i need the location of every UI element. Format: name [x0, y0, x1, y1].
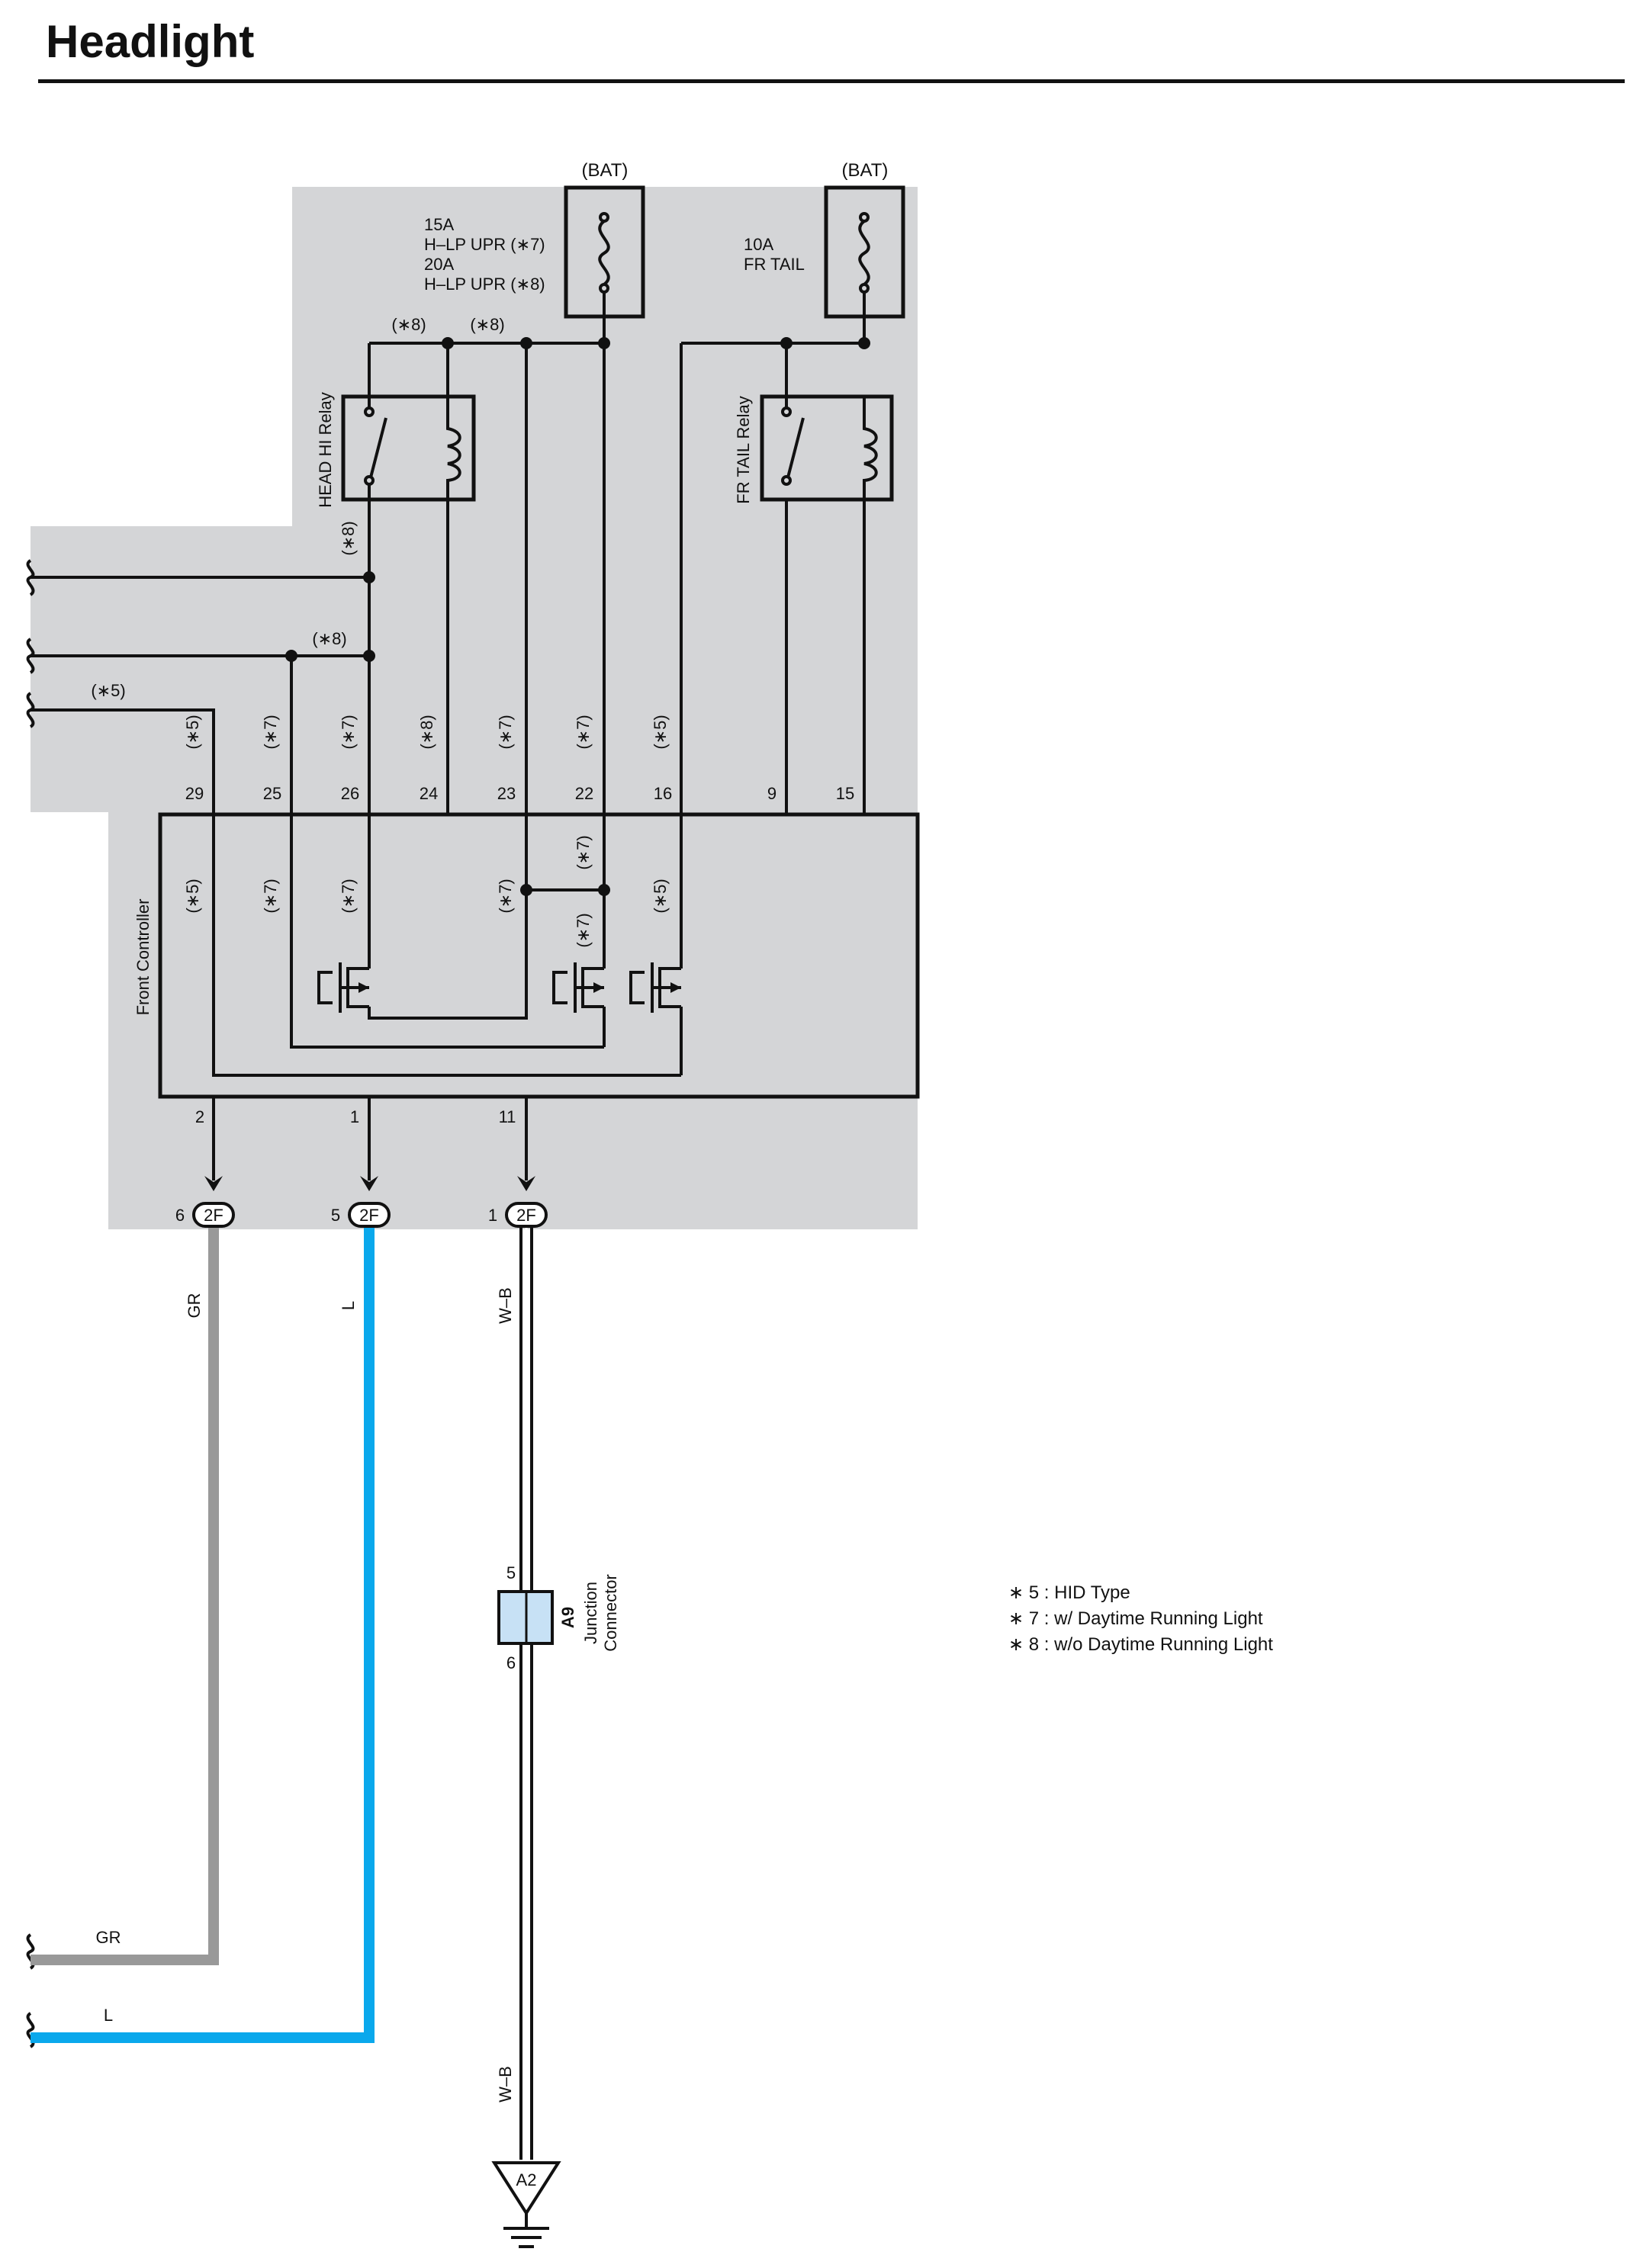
legend: ∗ 5 : HID Type ∗ 7 : w/ Daytime Running …	[1008, 1582, 1273, 1655]
mark-pin26: (∗7)	[339, 715, 358, 749]
pin-22: 22	[575, 784, 593, 803]
junction-label-2: Connector	[601, 1574, 620, 1652]
connector-2f-b: 2F 5	[331, 1202, 391, 1228]
svg-text:2F: 2F	[204, 1206, 223, 1225]
legend-item-1: ∗ 5 : HID Type	[1008, 1582, 1130, 1603]
wire-label-gr-bottom: GR	[96, 1928, 121, 1947]
title-rule	[38, 79, 1625, 83]
pin-2: 2	[195, 1107, 204, 1126]
mark-inside-22b: (∗7)	[574, 913, 593, 947]
head-hi-relay-label: HEAD HI Relay	[316, 392, 335, 508]
wire-label-l-bottom: L	[104, 2006, 113, 2025]
page-title: Headlight	[46, 16, 255, 67]
svg-text:6: 6	[175, 1206, 185, 1225]
fuse-frtail-label-2: FR TAIL	[744, 255, 805, 274]
mark-inside-29: (∗5)	[183, 879, 202, 913]
svg-text:2F: 2F	[516, 1206, 536, 1225]
legend-item-3: ∗ 8 : w/o Daytime Running Light	[1008, 1634, 1273, 1655]
fuse-hlp-label-1: 15A	[424, 215, 454, 234]
pin-11: 11	[499, 1107, 516, 1126]
pin-29: 29	[185, 784, 204, 803]
mark-pin22: (∗7)	[574, 715, 593, 749]
bat-label-left: (BAT)	[582, 160, 629, 181]
controller-internals	[212, 814, 683, 1077]
pin-9: 9	[767, 784, 776, 803]
mark-top-right: (∗8)	[470, 315, 504, 334]
fr-tail-relay-label: FR TAIL Relay	[734, 396, 753, 503]
pin-15: 15	[836, 784, 854, 803]
connector-2f-c: 2F 1	[488, 1202, 548, 1228]
front-controller-box	[158, 812, 920, 1099]
mark-inside-26: (∗7)	[339, 879, 358, 913]
mark-branch-29: (∗5)	[91, 681, 125, 700]
controller-top-pins: 29 25 26 24 23 22 16 9 15	[185, 784, 854, 803]
mark-pin16: (∗5)	[651, 715, 670, 749]
head-hi-relay	[341, 394, 476, 502]
svg-text:5: 5	[331, 1206, 340, 1225]
mark-pin25: (∗7)	[261, 715, 280, 749]
wire-label-l: L	[339, 1301, 358, 1310]
fuse-hlp-label-4: H–LP UPR (∗8)	[424, 275, 545, 294]
fuse-hlp-label-3: 20A	[424, 255, 454, 274]
ground-a2: A2	[491, 2161, 561, 2248]
wire-l	[31, 1228, 375, 2043]
mark-inside-25: (∗7)	[261, 879, 280, 913]
svg-text:2F: 2F	[359, 1206, 379, 1225]
mark-relay-output: (∗8)	[339, 521, 358, 555]
mark-inside-16: (∗5)	[651, 879, 670, 913]
fr-tail-relay	[760, 394, 894, 502]
fuse-hlp-label-2: H–LP UPR (∗7)	[424, 235, 545, 254]
pin-16: 16	[654, 784, 672, 803]
pin-26: 26	[341, 784, 359, 803]
bat-label-right: (BAT)	[842, 160, 889, 181]
left-wire-3	[31, 708, 215, 814]
fuse-frtail-label-1: 10A	[744, 235, 773, 254]
wire-label-gr: GR	[185, 1293, 204, 1319]
wire-label-wb-bottom: W–B	[496, 2066, 515, 2103]
mark-inside-22a: (∗7)	[574, 835, 593, 869]
pin-24: 24	[420, 784, 438, 803]
front-controller-label: Front Controller	[133, 899, 153, 1016]
junction-label-1: Junction	[581, 1582, 600, 1644]
wire-wb	[519, 1228, 533, 2160]
mark-pin24: (∗8)	[417, 715, 436, 749]
svg-text:A2: A2	[516, 2170, 537, 2189]
legend-item-2: ∗ 7 : w/ Daytime Running Light	[1008, 1608, 1263, 1629]
wire-label-wb-top: W–B	[496, 1287, 515, 1324]
pin-1: 1	[350, 1107, 359, 1126]
mark-branch-25: (∗8)	[312, 629, 346, 648]
mark-pin29: (∗5)	[183, 715, 202, 749]
junction-pin-6: 6	[506, 1653, 516, 1672]
connector-2f-a: 2F 6	[175, 1202, 235, 1228]
mark-top-left: (∗8)	[391, 315, 426, 334]
pin-25: 25	[263, 784, 281, 803]
wire-gr	[31, 1228, 219, 1965]
mark-inside-23: (∗7)	[496, 879, 515, 913]
mark-pin23: (∗7)	[496, 715, 515, 749]
svg-text:1: 1	[488, 1206, 497, 1225]
shaded-area	[31, 187, 918, 1229]
pin-23: 23	[497, 784, 516, 803]
junction-code: A9	[558, 1607, 577, 1628]
junction-pin-5: 5	[506, 1563, 516, 1582]
